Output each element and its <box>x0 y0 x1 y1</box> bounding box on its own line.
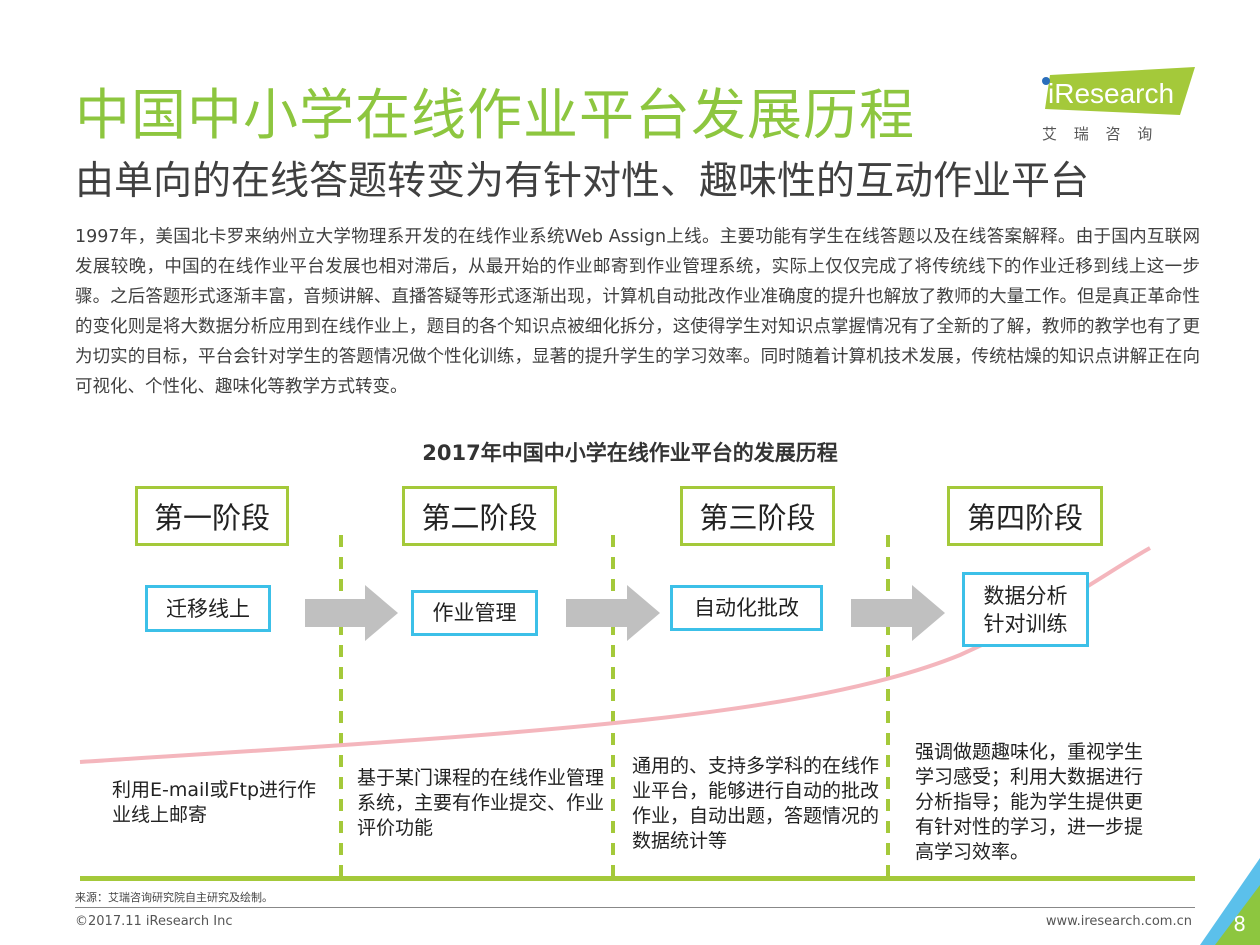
baseline-bar <box>80 876 1195 881</box>
stage-1-key: 迁移线上 <box>145 585 271 632</box>
stage-4-key: 数据分析针对训练 <box>962 572 1089 647</box>
website-link[interactable]: www.iresearch.com.cn <box>1045 914 1192 929</box>
corner-green <box>1215 885 1260 945</box>
svg-text:iResearch: iResearch <box>1048 78 1174 109</box>
stage-3-label: 第三阶段 <box>680 486 835 546</box>
arrow-icon <box>305 585 398 641</box>
diagram-title: 2017年中国中小学在线作业平台的发展历程 <box>422 441 838 465</box>
arrows <box>305 585 945 641</box>
arrow-icon <box>566 585 660 641</box>
stage-3-key: 自动化批改 <box>670 585 823 631</box>
stage-2-label: 第二阶段 <box>402 486 557 546</box>
stage-2-desc: 基于某门课程的在线作业管理系统，主要有作业提交、作业评价功能 <box>357 767 605 839</box>
stage-2-key: 作业管理 <box>411 590 538 636</box>
copyright: ©2017.11 iResearch Inc <box>75 914 233 929</box>
footer-divider <box>75 907 1195 908</box>
iresearch-logo: iResearch 艾 瑞 咨 询 <box>1040 67 1195 143</box>
intro-paragraph: 1997年，美国北卡罗来纳州立大学物理系开发的在线作业系统Web Assign上… <box>75 227 1200 397</box>
source-note: 来源：艾瑞咨询研究院自主研究及绘制。 <box>75 891 273 904</box>
logo-cn: 艾 瑞 咨 询 <box>1042 125 1159 143</box>
stage-1-desc: 利用E-mail或Ftp进行作业线上邮寄 <box>112 779 317 826</box>
arrow-icon <box>851 585 945 641</box>
page-subtitle: 由单向的在线答题转变为有针对性、趣味性的互动作业平台 <box>75 159 1090 204</box>
page-number: 8 <box>1233 912 1246 936</box>
page-title: 中国中小学在线作业平台发展历程 <box>75 83 916 147</box>
stage-1-label: 第一阶段 <box>135 486 289 546</box>
stage-3-desc: 通用的、支持多学科的在线作业平台，能够进行自动的批改作业，自动出题，答题情况的数… <box>632 755 880 852</box>
stage-4-label: 第四阶段 <box>947 486 1103 546</box>
stage-4-desc: 强调做题趣味化，重视学生学习感受；利用大数据进行分析指导；能为学生提供更有针对性… <box>915 741 1144 863</box>
